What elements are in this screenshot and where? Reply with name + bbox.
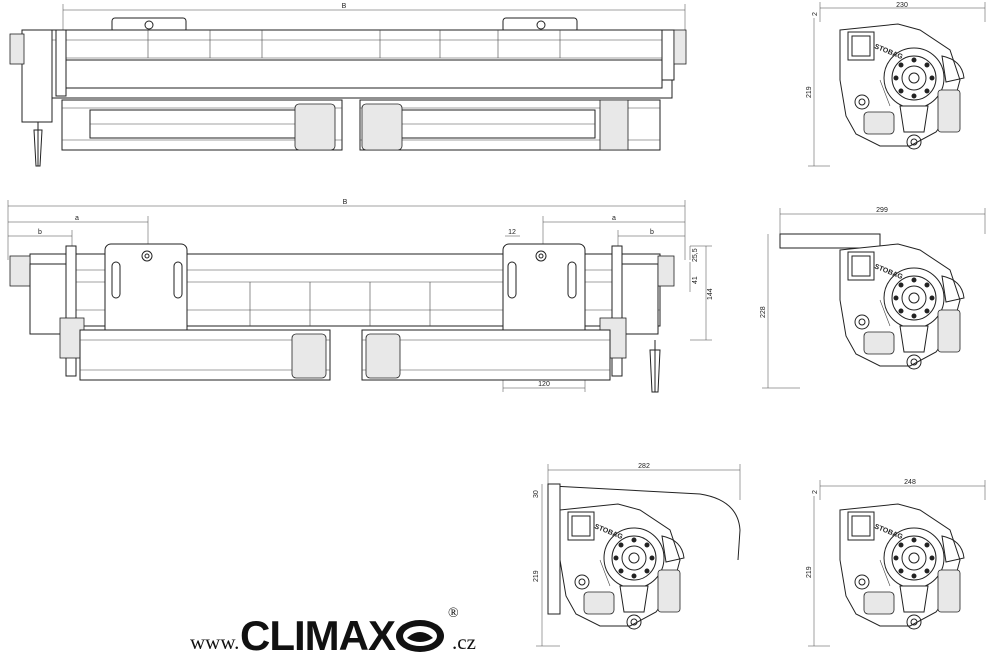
front-width-label: B (343, 199, 348, 206)
top-view: B (9, 3, 687, 167)
top-width-label: B (342, 3, 347, 10)
dim-41: 41 (692, 276, 699, 284)
logo-mark-icon (396, 620, 444, 652)
side-view-248: 248 2 219 STOBAG (806, 479, 986, 647)
side4-height: 219 (806, 566, 813, 578)
dim-12: 12 (508, 229, 516, 236)
side-view-282: 282 30 219 STOBAG (533, 463, 741, 647)
side2-height: 228 (760, 306, 767, 318)
climax-logo: www. CLIMAX ® .cz (190, 606, 490, 659)
side1-top-offset: 2 (812, 12, 819, 16)
side3-height: 219 (533, 570, 540, 582)
dim-25-5: 25,5 (692, 248, 699, 262)
side3-top-offset: 30 (533, 490, 540, 498)
logo-registered-mark: ® (448, 606, 459, 621)
right-a-label: a (612, 215, 616, 222)
front-view: B a b a b 12 25,5 41 144 (7, 199, 714, 393)
side-view-299: 299 228 STOBAG (760, 207, 986, 389)
side1-height: 219 (806, 86, 813, 98)
side4-top-offset: 2 (812, 490, 819, 494)
logo-prefix: www. (190, 630, 240, 654)
side3-width: 282 (638, 463, 650, 470)
logo-wordmark: CLIMAX (240, 612, 396, 659)
left-a-label: a (75, 215, 79, 222)
logo-suffix: .cz (452, 630, 476, 654)
left-b-label: b (38, 229, 42, 236)
side2-width: 299 (876, 207, 888, 214)
side1-width: 230 (896, 2, 908, 9)
side-view-230: 230 2 219 STOBAG (806, 2, 986, 167)
right-b-label: b (650, 229, 654, 236)
dim-144: 144 (707, 288, 714, 300)
dim-120: 120 (538, 381, 550, 388)
side4-width: 248 (904, 479, 916, 486)
